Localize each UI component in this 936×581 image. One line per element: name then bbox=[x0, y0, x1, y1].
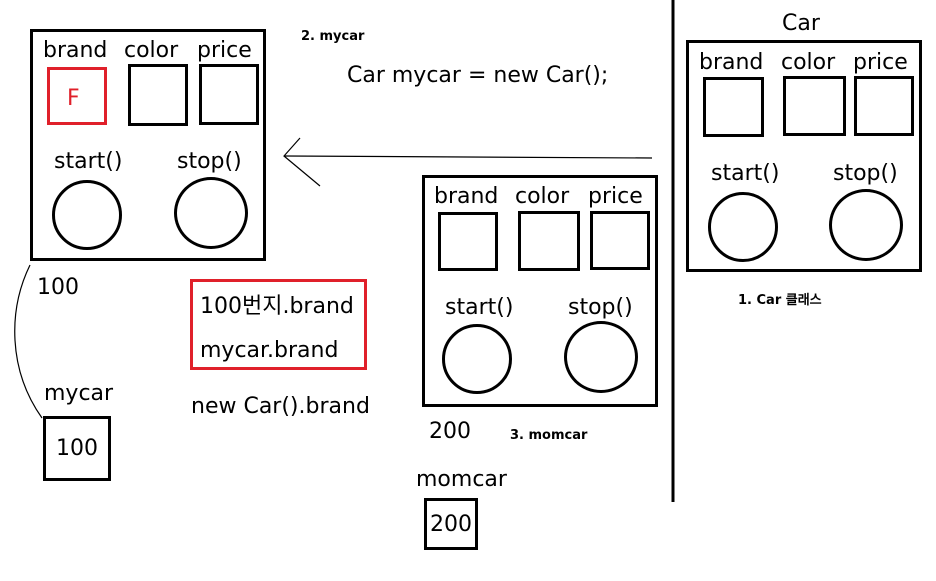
momcar-stop-circle bbox=[564, 321, 638, 393]
step2-caption: 2. mycar bbox=[301, 29, 365, 44]
mycar-price-slot bbox=[199, 64, 259, 125]
class-start-circle bbox=[708, 192, 778, 262]
mycar-color-label: color bbox=[124, 38, 179, 63]
mycar-start-circle bbox=[52, 180, 122, 250]
momcar-start-label: start() bbox=[445, 295, 514, 320]
momcar-variable-box: 200 bbox=[424, 498, 478, 550]
mycar-brand-label: brand bbox=[43, 38, 108, 63]
class-stop-label: stop() bbox=[833, 161, 898, 186]
momcar-start-circle bbox=[442, 324, 512, 394]
class-price-label: price bbox=[853, 50, 908, 75]
mycar-price-label: price bbox=[197, 38, 252, 63]
mycar-address-label: 100 bbox=[37, 275, 79, 300]
class-title: Car bbox=[782, 11, 820, 36]
class-price-slot bbox=[854, 76, 914, 136]
mycar-stop-label: stop() bbox=[177, 149, 242, 174]
mycar-start-label: start() bbox=[54, 149, 123, 174]
mycar-brand-value: F bbox=[67, 86, 80, 111]
momcar-brand-slot bbox=[438, 212, 498, 271]
momcar-stop-label: stop() bbox=[568, 295, 633, 320]
momcar-color-label: color bbox=[515, 184, 570, 209]
class-brand-slot bbox=[703, 77, 764, 137]
access-line-variable: mycar.brand bbox=[200, 338, 339, 363]
class-start-label: start() bbox=[711, 161, 780, 186]
mycar-variable-box: 100 bbox=[43, 416, 111, 481]
class-color-slot bbox=[783, 76, 846, 136]
step3-caption: 3. momcar bbox=[510, 428, 588, 443]
access-line-address: 100번지.brand bbox=[200, 294, 354, 319]
class-caption: 1. Car 클래스 bbox=[738, 293, 822, 308]
momcar-price-slot bbox=[590, 211, 650, 270]
access-line-new-object: new Car().brand bbox=[191, 394, 370, 419]
mycar-stop-circle bbox=[174, 177, 248, 249]
access-highlight-box bbox=[190, 279, 367, 370]
momcar-price-label: price bbox=[588, 184, 643, 209]
mycar-color-slot bbox=[128, 64, 188, 126]
momcar-brand-label: brand bbox=[434, 184, 499, 209]
code-line: Car mycar = new Car(); bbox=[347, 63, 609, 88]
momcar-variable-name: momcar bbox=[416, 467, 507, 492]
class-brand-label: brand bbox=[699, 50, 764, 75]
momcar-address-label: 200 bbox=[429, 419, 471, 444]
mycar-brand-slot: F bbox=[47, 67, 107, 125]
momcar-color-slot bbox=[518, 211, 580, 271]
mycar-variable-name: mycar bbox=[44, 381, 114, 406]
class-color-label: color bbox=[781, 50, 836, 75]
class-stop-circle bbox=[829, 189, 903, 261]
